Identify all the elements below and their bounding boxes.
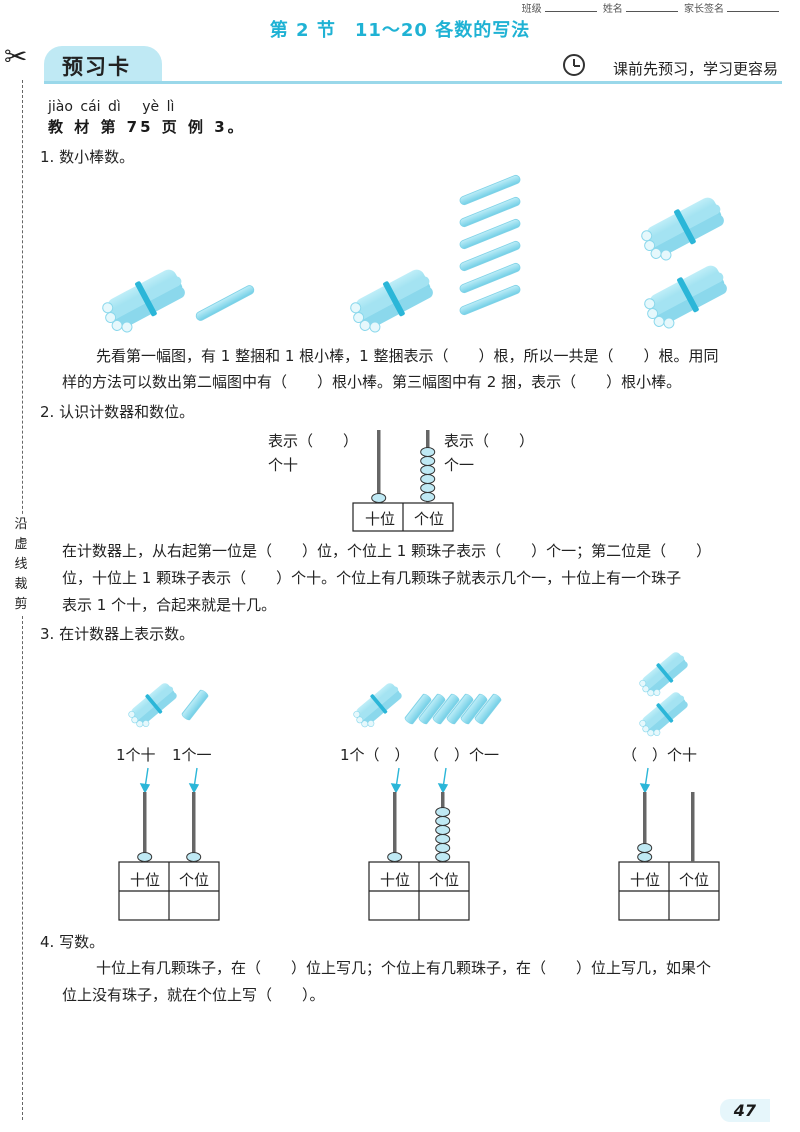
q2-ones-place: 个位 xyxy=(413,510,444,528)
q3-a-stick xyxy=(180,688,210,722)
q3-b-sticks xyxy=(403,692,503,726)
q3-arrows xyxy=(139,767,651,794)
section-title: 第 2 节 11～20 各数的写法 xyxy=(269,20,531,41)
q4-title: 4. 写数。 xyxy=(40,933,105,951)
q1-picture-2-bundle xyxy=(344,262,440,339)
q2-tens-label-line-1: 表示（ ） xyxy=(268,432,359,450)
q1-paragraph-line-1: 先看第一幅图，有 1 整捆和 1 根小棒，1 整捆表示（ ）根，所以一共是（ ）… xyxy=(96,347,719,365)
page-number: 47 xyxy=(719,1099,770,1122)
q3-c-bundle-2 xyxy=(635,687,693,742)
q1-paragraph-line-2: 样的方法可以数出第二幅图中有（ ）根小棒。第三幅图中有 2 捆，表示（ ）根小棒… xyxy=(62,373,682,391)
q1-picture-3-bundle-2 xyxy=(638,258,734,335)
q1-picture-2-sticks xyxy=(458,173,522,317)
q2-paragraph-line-3: 表示 1 个十，合起来就是十几。 xyxy=(62,596,277,614)
q3-b-tens-answer-cell[interactable] xyxy=(370,892,418,919)
q2-paragraph-line-1: 在计数器上，从右起第一位是（ ）位，个位上 1 颗珠子表示（ ）个一；第二位是（… xyxy=(62,542,712,560)
q3-c-tens-answer-cell[interactable] xyxy=(620,892,668,919)
alarm-clock-icon xyxy=(563,54,585,76)
q4-paragraph-line-2: 位上没有珠子，就在个位上写（ ）。 xyxy=(62,986,325,1004)
q3-a-tens-place: 十位 xyxy=(129,871,160,889)
q3-abacus-b xyxy=(368,792,470,921)
q3-a-bundle xyxy=(124,678,182,733)
q2-title: 2. 认识计数器和数位。 xyxy=(40,403,195,421)
scissors-icon: ✂ xyxy=(4,40,28,73)
cut-label-text: 沿虚线裁剪 xyxy=(14,517,28,612)
q3-b-ones-place: 个位 xyxy=(428,871,459,889)
class-field-label: 班级 xyxy=(521,4,542,15)
q2-paragraph-line-2: 位，十位上 1 颗珠子表示（ ）个十。个位上有几颗珠子就表示几个一，十位上有一个… xyxy=(62,569,682,587)
preview-card-label: 预习卡 xyxy=(62,55,131,79)
parent-signature-blank[interactable] xyxy=(727,11,779,12)
q1-picture-3-bundle-1 xyxy=(635,190,731,267)
q3-c-tens-place: 十位 xyxy=(629,871,660,889)
q3-title: 3. 在计数器上表示数。 xyxy=(40,625,195,643)
preview-tip: 课前先预习，学习更容易 xyxy=(612,60,778,78)
q2-abacus xyxy=(352,430,454,532)
q2-tens-label-line-2: 个十 xyxy=(268,456,299,474)
q3-c-ones-place: 个位 xyxy=(678,871,709,889)
header-divider xyxy=(44,81,782,84)
textbook-reference: 教 材 第 75 页 例 3。 xyxy=(48,118,246,136)
q3-a-tens-answer-cell[interactable] xyxy=(120,892,168,919)
q4-paragraph-line-1: 十位上有几颗珠子，在（ ）位上写几；个位上有几颗珠子，在（ ）位上写几，如果个 xyxy=(96,959,712,977)
name-blank[interactable] xyxy=(625,11,678,12)
q3-b-ones-label: （ ）个一 xyxy=(424,746,500,764)
q1-picture-1-stick xyxy=(194,283,256,323)
q2-ones-label-line-2: 个一 xyxy=(444,456,475,474)
q3-abacus-a xyxy=(118,792,220,921)
q3-abacus-c xyxy=(618,792,720,921)
cut-label: 沿虚线裁剪 xyxy=(10,515,32,615)
q3-a-ones-answer-cell[interactable] xyxy=(170,892,218,919)
q1-picture-1 xyxy=(96,262,192,339)
q3-a-ones-place: 个位 xyxy=(178,871,209,889)
student-info-fields: 班级 姓名 家长签名 xyxy=(522,0,782,15)
q3-b-bundle xyxy=(349,678,407,733)
q3-b-tens-label: 1个（ ） xyxy=(340,746,410,764)
q2-ones-label-line-1: 表示（ ） xyxy=(444,432,535,450)
q3-b-tens-place: 十位 xyxy=(379,871,410,889)
q3-b-ones-answer-cell[interactable] xyxy=(420,892,468,919)
q3-a-tens-label: 1个十 xyxy=(116,746,156,764)
q2-tens-place: 十位 xyxy=(364,510,395,528)
q3-a-ones-label: 1个一 xyxy=(172,746,212,764)
q3-c-bundle-1 xyxy=(635,647,693,702)
q3-c-tens-label: （ ）个十 xyxy=(622,746,698,764)
q1-title: 1. 数小棒数。 xyxy=(40,148,135,166)
class-blank[interactable] xyxy=(544,11,597,12)
preview-card-tab xyxy=(44,46,162,82)
parent-signature-label: 家长签名 xyxy=(684,4,724,15)
pinyin-line: jiào cái dì yè lì xyxy=(48,99,175,115)
q3-c-ones-answer-cell[interactable] xyxy=(670,892,718,919)
name-field-label: 姓名 xyxy=(602,4,623,15)
